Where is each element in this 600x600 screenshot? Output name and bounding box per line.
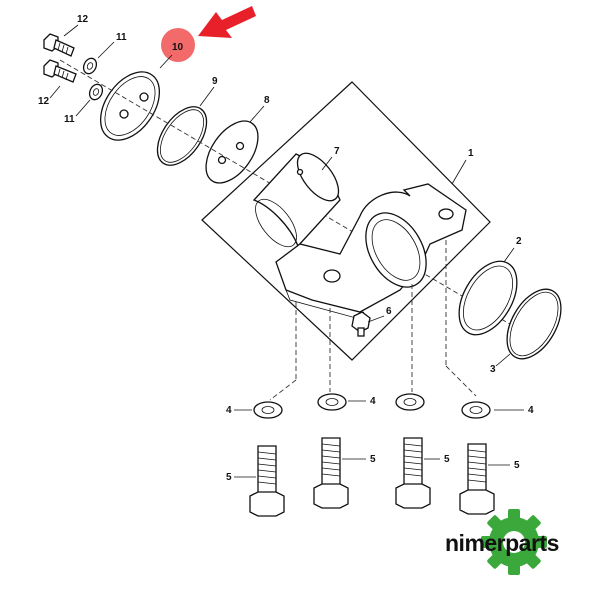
bolt-5-a bbox=[249, 445, 285, 517]
bushing-7 bbox=[252, 152, 341, 248]
callout-5-c: 5 bbox=[444, 454, 450, 465]
washer-4-a bbox=[253, 401, 283, 419]
callout-5-d: 5 bbox=[514, 460, 520, 471]
callout-4-right: 4 bbox=[528, 405, 534, 416]
callout-8: 8 bbox=[264, 95, 270, 106]
callout-7: 7 bbox=[334, 146, 340, 157]
o-ring-3 bbox=[506, 288, 562, 360]
callout-3: 3 bbox=[490, 364, 496, 375]
washer-4-c bbox=[395, 393, 425, 411]
brand-wordmark: nimerparts bbox=[445, 530, 559, 556]
washer-11-bottom bbox=[88, 83, 104, 101]
gear-logo-icon bbox=[481, 509, 547, 575]
callout-2: 2 bbox=[516, 236, 522, 247]
callout-12-bottom: 12 bbox=[38, 96, 50, 107]
assembly-frame-1 bbox=[201, 81, 491, 361]
shim-plate-8 bbox=[205, 120, 259, 184]
callout-11-top: 11 bbox=[116, 32, 127, 43]
washer-4-d bbox=[461, 401, 491, 419]
callout-5-b: 5 bbox=[370, 454, 376, 465]
bolt-5-b bbox=[313, 437, 349, 509]
callout-1: 1 bbox=[468, 148, 474, 159]
callout-10: 10 bbox=[172, 42, 184, 53]
washer-4-b bbox=[317, 393, 347, 411]
bolt-5-c bbox=[395, 437, 431, 509]
washer-11-top bbox=[82, 57, 98, 75]
callout-6: 6 bbox=[386, 306, 392, 317]
bolt-12-top bbox=[43, 33, 75, 57]
callout-4-middle: 4 bbox=[370, 396, 376, 407]
callout-5-a: 5 bbox=[226, 472, 232, 483]
grease-fitting-6 bbox=[351, 311, 371, 337]
o-ring-9 bbox=[156, 106, 208, 166]
bolt-5-d bbox=[459, 443, 495, 515]
callout-12-top: 12 bbox=[77, 14, 89, 25]
callout-4-left: 4 bbox=[226, 405, 232, 416]
bolt-12-bottom bbox=[43, 59, 77, 83]
thrust-washer-2 bbox=[458, 260, 518, 336]
callout-9: 9 bbox=[212, 76, 218, 87]
callout-11-bottom: 11 bbox=[64, 114, 75, 125]
red-arrow-icon bbox=[198, 6, 256, 38]
highlight-marker bbox=[161, 28, 195, 62]
pivot-housing bbox=[275, 183, 467, 319]
plate-10 bbox=[99, 71, 161, 141]
